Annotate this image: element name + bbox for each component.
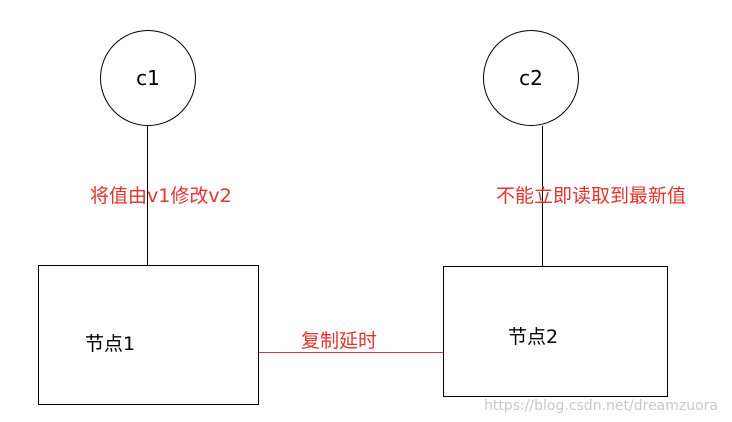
client-c1: c1 [100, 30, 196, 126]
node-2: 节点2 [443, 266, 668, 397]
write-annotation: 将值由v1修改v2 [90, 185, 232, 207]
client-c2-label: c2 [519, 66, 543, 90]
node-2-label: 节点2 [508, 326, 559, 348]
node-1: 节点1 [38, 265, 259, 405]
read-annotation: 不能立即读取到最新值 [496, 185, 687, 207]
node-1-label: 节点1 [85, 333, 136, 355]
c1-node1-connector [147, 126, 148, 265]
node1-node2-connector [258, 352, 444, 353]
client-c2: c2 [483, 30, 579, 126]
watermark-text: https://blog.csdn.net/dreamzuora [483, 398, 718, 414]
c2-node2-connector [542, 126, 543, 266]
client-c1-label: c1 [136, 66, 160, 90]
replication-delay-annotation: 复制延时 [301, 330, 378, 352]
